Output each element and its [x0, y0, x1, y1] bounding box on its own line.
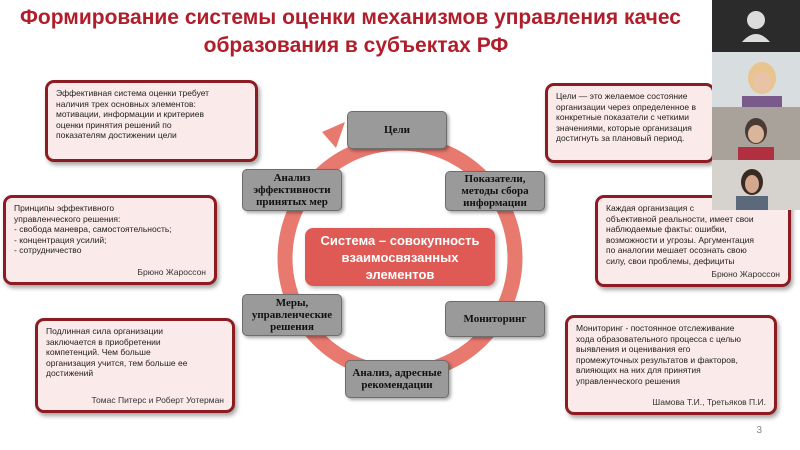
slide-title-line2: образования в субъектах РФ — [203, 34, 509, 57]
user-placeholder-icon — [742, 11, 770, 42]
callout-author: Брюно Жароссон — [137, 266, 206, 277]
video-tile-3[interactable] — [712, 107, 800, 160]
node-indicators: Показатели, методы сбора информации — [445, 171, 545, 211]
callout-author: Томас Питерс и Роберт Уотерман — [91, 394, 224, 405]
video-tile-4[interactable] — [712, 160, 800, 210]
callout-author: Брюно Жароссон — [711, 268, 780, 279]
node-monitoring: Мониторинг — [445, 301, 545, 337]
callout-bottom-left: Подлинная сила организации заключается в… — [35, 318, 235, 413]
center-system-label: Система – совокупность взаимосвязанных э… — [305, 228, 495, 286]
callout-text: Цели — это желаемое состояние организаци… — [556, 91, 696, 143]
callout-text: Подлинная сила организации заключается в… — [46, 326, 188, 378]
ring-arrowhead-icon — [322, 122, 345, 148]
callout-text: Эффективная система оценки требует налич… — [56, 88, 210, 140]
node-goals: Цели — [347, 111, 447, 149]
participant-video-icon — [712, 52, 800, 107]
participant-video-icon — [712, 160, 800, 210]
participant-video-icon — [712, 107, 800, 160]
node-measures: Меры, управленческие решения — [242, 294, 342, 336]
video-tile-1[interactable] — [712, 0, 800, 52]
callout-text: Каждая организация с объективной реально… — [606, 203, 754, 266]
slide-title-line1: Формирование системы оценки механизмов у… — [20, 6, 681, 29]
callout-author: Шамова Т.И., Третьяков П.И. — [652, 396, 766, 407]
callout-mid-right: Каждая организация с объективной реально… — [595, 195, 791, 287]
callout-text: Мониторинг - постоянное отслеживание ход… — [576, 323, 741, 386]
node-efficiency: Анализ эффективности принятых мер — [242, 169, 342, 211]
node-analysis: Анализ, адресные рекомендации — [345, 360, 449, 398]
callout-bottom-right: Мониторинг - постоянное отслеживание ход… — [565, 315, 777, 415]
callout-top-left: Эффективная система оценки требует налич… — [45, 80, 258, 162]
page-number: 3 — [756, 425, 762, 436]
callout-text: Принципы эффективного управленческого ре… — [14, 203, 172, 255]
callout-top-right: Цели — это желаемое состояние организаци… — [545, 83, 715, 163]
callout-mid-left: Принципы эффективного управленческого ре… — [3, 195, 217, 285]
video-tile-2[interactable] — [712, 52, 800, 107]
